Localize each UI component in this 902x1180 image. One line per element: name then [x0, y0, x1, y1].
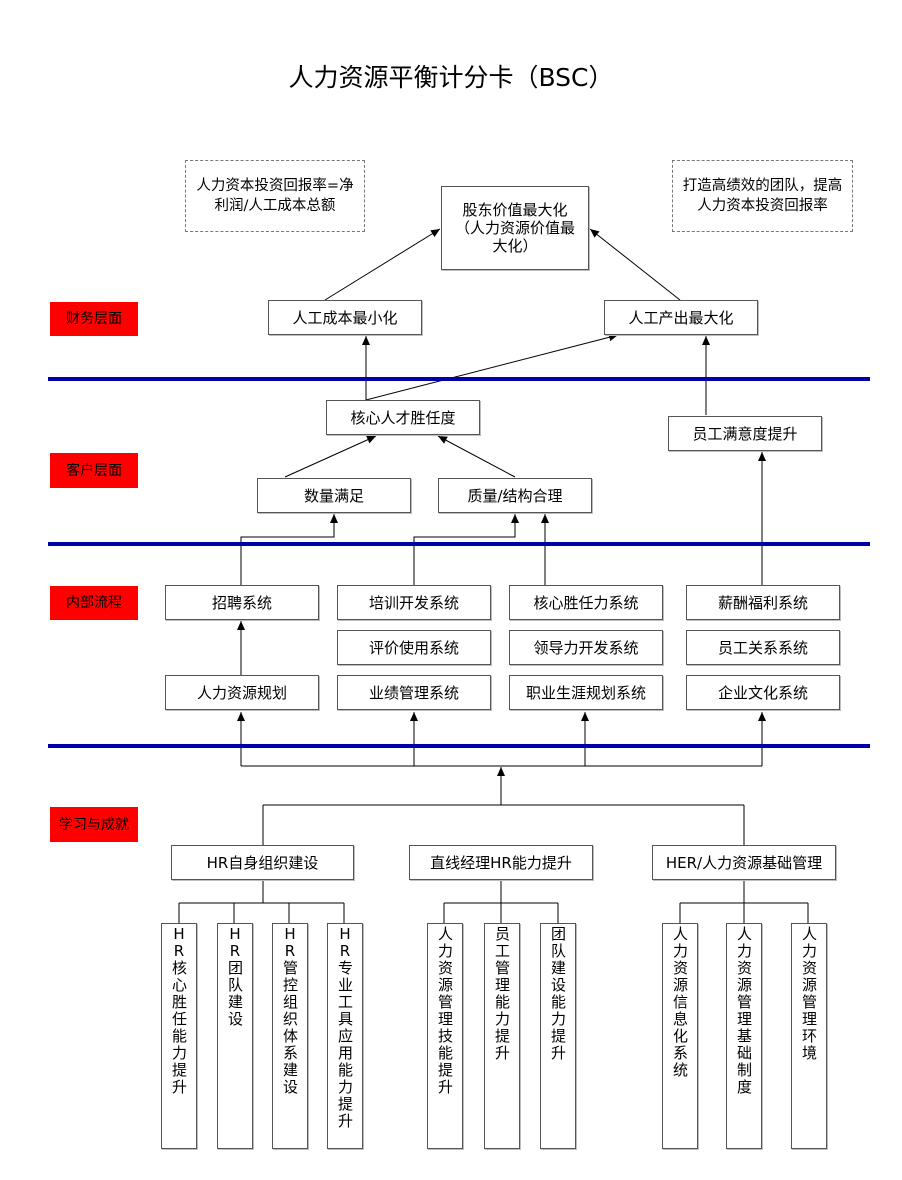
group-line-manager: 直线经理HR能力提升 [409, 845, 593, 880]
box-satisfaction: 员工满意度提升 [668, 416, 822, 451]
box-output-max: 人工产出最大化 [604, 300, 758, 335]
layer-label-customer: 客户层面 [50, 453, 138, 488]
box-competency: 核心胜任力系统 [509, 585, 663, 620]
note-roi-formula: 人力资本投资回报率=净利润/人工成本总额 [185, 160, 365, 232]
box-compensation: 薪酬福利系统 [686, 585, 840, 620]
box-career: 职业生涯规划系统 [509, 675, 663, 710]
item-hr-basic-rules: 人力资源管理基础制度 [726, 923, 762, 1149]
box-quantity: 数量满足 [257, 478, 411, 513]
item-staff-mgmt: 员工管理能力提升 [484, 923, 520, 1149]
group-hr-foundation: HER/人力资源基础管理 [652, 845, 836, 880]
item-hr-governance: HR管控组织体系建设 [272, 923, 308, 1149]
divider-internal-learning [48, 744, 870, 748]
divider-customer-internal [48, 542, 870, 546]
box-training: 培训开发系统 [337, 585, 491, 620]
divider-finance-customer [48, 377, 870, 381]
layer-label-learning: 学习与成就 [50, 807, 138, 842]
box-relations: 员工关系系统 [686, 630, 840, 665]
box-core-talent: 核心人才胜任度 [326, 400, 480, 435]
box-evaluation: 评价使用系统 [337, 630, 491, 665]
item-hr-team: HR团队建设 [217, 923, 253, 1149]
item-hr-mgmt-skills: 人力资源管理技能提升 [427, 923, 463, 1149]
item-hr-environment: 人力资源管理环境 [791, 923, 827, 1149]
box-culture: 企业文化系统 [686, 675, 840, 710]
top-goal-box: 股东价值最大化（人力资源价值最大化） [441, 186, 589, 270]
box-leadership: 领导力开发系统 [509, 630, 663, 665]
page-title: 人力资源平衡计分卡（BSC） [288, 63, 614, 92]
note-high-performance: 打造高绩效的团队，提高人力资本投资回报率 [672, 160, 853, 232]
box-hr-planning: 人力资源规划 [165, 675, 319, 710]
box-recruit: 招聘系统 [165, 585, 319, 620]
item-hr-tools: HR专业工具应用能力提升 [327, 923, 363, 1149]
group-hr-org: HR自身组织建设 [171, 845, 354, 880]
box-performance: 业绩管理系统 [337, 675, 491, 710]
item-team-building: 团队建设能力提升 [540, 923, 576, 1149]
layer-label-internal: 内部流程 [50, 586, 138, 620]
item-hr-it: 人力资源信息化系统 [662, 923, 698, 1149]
layer-label-finance: 财务层面 [50, 302, 138, 336]
box-cost-min: 人工成本最小化 [268, 300, 422, 335]
item-hr-core-competency: HR核心胜任能力提升 [161, 923, 197, 1149]
box-quality: 质量/结构合理 [438, 478, 592, 513]
